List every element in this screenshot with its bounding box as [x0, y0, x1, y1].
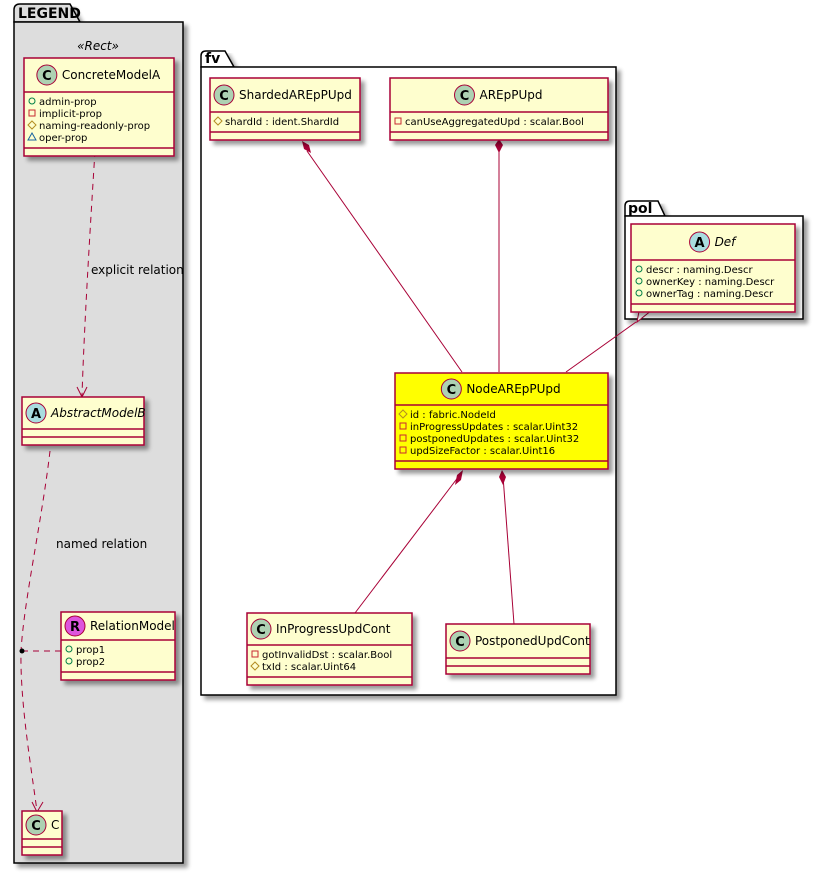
class-node-arep-pupd[interactable]: C NodeAREpPUpd id : fabric.NodeIdinProgres… — [394, 372, 609, 470]
package-fv-name: fv — [205, 51, 220, 67]
class-attribute: id : fabric.NodeId — [410, 410, 496, 421]
package-legend-name: LEGEND — [18, 6, 81, 22]
package-legend-tab — [13, 3, 82, 23]
class-postponed-upd-cont[interactable]: C PostponedUpdCont — [445, 623, 591, 675]
svg-text:C: C — [31, 819, 41, 834]
svg-text:C: C — [460, 89, 470, 104]
class-ar-ep-pupd[interactable]: C AREpPUpd canUseAggregatedUpd : scalar.Bo… — [389, 77, 609, 141]
protected-visibility-icon — [398, 409, 408, 419]
class-attribute: descr : naming.Descr — [646, 265, 753, 276]
class-box — [389, 77, 609, 141]
class-attribute: shardId : ident.ShardId — [225, 117, 339, 128]
class-attribute: ownerKey : naming.Descr — [646, 277, 775, 288]
abstract-class-icon: A — [689, 231, 711, 253]
composition-diamond-sharded — [302, 141, 311, 153]
edge-label-named: named relation — [56, 537, 147, 551]
package-pol-tab — [624, 200, 667, 217]
class-icon: C — [25, 814, 47, 836]
class-attribute: inProgressUpdates : scalar.Uint32 — [410, 422, 578, 433]
class-concrete-model-a[interactable]: C ConcreteModelA admin-propimplicit-propna… — [23, 57, 175, 157]
class-attribute: prop2 — [76, 657, 105, 668]
class-attribute: gotInvalidDst : scalar.Bool — [262, 650, 392, 661]
private-visibility-icon — [399, 422, 407, 430]
class-attribute: naming-readonly-prop — [39, 121, 150, 132]
class-attribute: postponedUpdates : scalar.Uint32 — [410, 434, 579, 445]
svg-text:C: C — [219, 89, 229, 104]
class-box — [630, 223, 796, 313]
class-attribute: ownerTag : naming.Descr — [646, 289, 774, 300]
class-attribute: txId : scalar.Uint64 — [262, 662, 356, 673]
class-name: Def — [715, 235, 738, 249]
class-name: C — [51, 818, 59, 832]
private-visibility-icon — [399, 434, 407, 442]
public-visibility-icon — [65, 645, 73, 653]
class-name: AREpPUpd — [480, 88, 543, 102]
edge-composition-sharded[interactable] — [306, 150, 463, 373]
svg-text:C: C — [455, 635, 465, 650]
protected-visibility-icon — [27, 120, 37, 130]
class-name: PostponedUpdCont — [475, 634, 590, 648]
class-name: ConcreteModelA — [62, 68, 161, 82]
class-attribute: updSizeFactor : scalar.Uint16 — [410, 446, 555, 457]
private-visibility-icon — [251, 650, 259, 658]
public-visibility-icon — [635, 277, 643, 285]
svg-text:C: C — [42, 69, 52, 84]
private-visibility-icon — [394, 117, 402, 125]
edge-inheritance-def[interactable] — [565, 321, 637, 373]
svg-text:C: C — [256, 623, 266, 638]
public-visibility-icon — [635, 289, 643, 297]
package-fv-tab — [200, 50, 236, 68]
class-box — [209, 77, 361, 141]
private-visibility-icon — [399, 446, 407, 454]
composition-diamond-arepp — [495, 139, 503, 153]
class-box — [394, 372, 609, 470]
edge-composition-inprogress[interactable] — [354, 475, 460, 614]
class-attribute: implicit-prop — [39, 109, 102, 120]
public-visibility-icon — [28, 97, 36, 105]
svg-text:R: R — [70, 620, 80, 635]
class-icon: C — [449, 630, 471, 652]
class-icon: C — [440, 378, 462, 400]
relation-class-icon: R — [64, 615, 86, 637]
edge-label-explicit: explicit relation — [91, 263, 184, 277]
private-visibility-icon — [28, 109, 36, 117]
package-legend-stereotype: «Rect» — [77, 39, 119, 53]
class-attribute: admin-prop — [39, 97, 97, 108]
class-abstract-model-b[interactable]: A AbstractModelB — [21, 396, 146, 446]
class-box — [246, 612, 413, 686]
class-in-progress-upd-cont[interactable]: C InProgressUpdCont gotInvalidDst : scalar… — [246, 612, 413, 686]
class-icon: C — [250, 618, 272, 640]
class-icon: C — [36, 64, 58, 86]
svg-text:A: A — [31, 407, 41, 422]
composition-diamond-inprogress — [455, 470, 463, 485]
class-icon: C — [213, 84, 235, 106]
relation-point — [19, 648, 25, 654]
svg-text:A: A — [695, 236, 705, 251]
edge-composition-postponed[interactable] — [502, 475, 515, 625]
class-name: NodeAREpPUpd — [466, 382, 560, 396]
class-sharded-arep-pupd[interactable]: C ShardedAREpPUpd shardId : ident.ShardId — [209, 77, 361, 141]
class-name: ShardedAREpPUpd — [239, 88, 352, 102]
class-name: InProgressUpdCont — [276, 622, 391, 636]
package-pol-name: pol — [628, 201, 652, 217]
class-attribute: prop1 — [76, 645, 105, 656]
protected-visibility-icon — [250, 661, 260, 671]
composition-diamond-postponed — [499, 470, 506, 485]
svg-text:C: C — [447, 383, 457, 398]
public-visibility-icon — [635, 265, 643, 273]
public-visibility-icon — [65, 657, 73, 665]
protected-visibility-icon — [213, 116, 223, 126]
package-visibility-icon — [27, 131, 37, 141]
abstract-class-icon: A — [25, 402, 47, 424]
class-attribute: canUseAggregatedUpd : scalar.Bool — [405, 117, 584, 128]
class-icon: C — [454, 84, 475, 106]
class-name: AbstractModelB — [50, 406, 146, 420]
class-name: RelationModel — [90, 619, 175, 633]
class-attribute: oper-prop — [39, 133, 87, 144]
